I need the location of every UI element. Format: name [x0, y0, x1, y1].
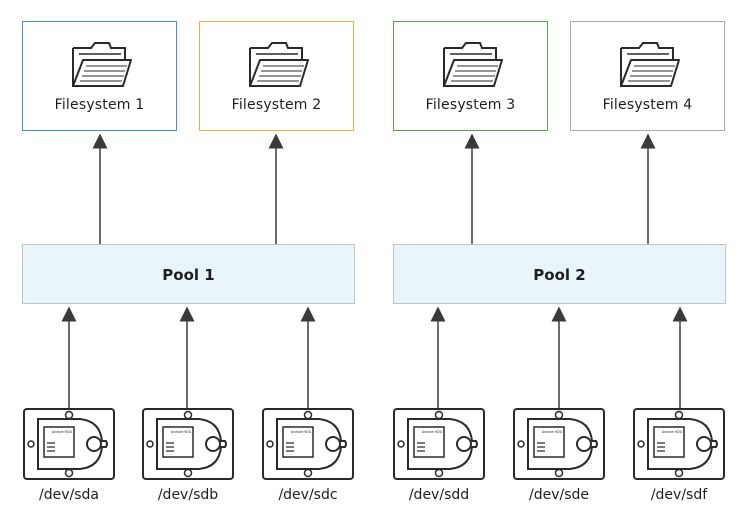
device-label-sda: /dev/sda — [39, 487, 99, 503]
filesystem-label-1: Filesystem 1 — [54, 97, 145, 113]
folder-icon — [249, 42, 309, 87]
disk-label-text: Archive HDD — [542, 430, 563, 434]
folder-icon — [72, 42, 132, 87]
pool-label-2: Pool 2 — [533, 266, 586, 284]
pool-box-1: Pool 1 — [22, 244, 355, 304]
filesystem-label-4: Filesystem 4 — [602, 97, 693, 113]
filesystem-box-2: Filesystem 2 — [199, 21, 354, 131]
disk-label-text: Archive HDD — [171, 430, 192, 434]
disk-label-text: Archive HDD — [662, 430, 683, 434]
device-label-sdb: /dev/sdb — [157, 487, 219, 503]
hard-disk-icon: Archive HDD — [392, 407, 486, 481]
folder-icon — [620, 42, 680, 87]
disk-label-text: Archive HDD — [291, 430, 312, 434]
filesystem-label-3: Filesystem 3 — [425, 97, 516, 113]
pool-label-1: Pool 1 — [162, 266, 215, 284]
device-label-sde: /dev/sde — [528, 487, 589, 503]
filesystem-label-2: Filesystem 2 — [231, 97, 322, 113]
hard-disk-icon: Archive HDD — [632, 407, 726, 481]
hard-disk-icon: Archive HDD — [141, 407, 235, 481]
filesystem-box-3: Filesystem 3 — [393, 21, 548, 131]
pool-box-2: Pool 2 — [393, 244, 726, 304]
disk-label-text: Archive HDD — [52, 430, 73, 434]
device-label-sdc: /dev/sdc — [278, 487, 338, 503]
folder-icon — [443, 42, 503, 87]
filesystem-box-4: Filesystem 4 — [570, 21, 725, 131]
disk-label-text: Archive HDD — [422, 430, 443, 434]
hard-disk-icon: Archive HDD — [261, 407, 355, 481]
filesystem-box-1: Filesystem 1 — [22, 21, 177, 131]
device-label-sdd: /dev/sdd — [408, 487, 470, 503]
device-label-sdf: /dev/sdf — [650, 487, 708, 503]
hard-disk-icon: Archive HDD — [22, 407, 116, 481]
hard-disk-icon: Archive HDD — [512, 407, 606, 481]
